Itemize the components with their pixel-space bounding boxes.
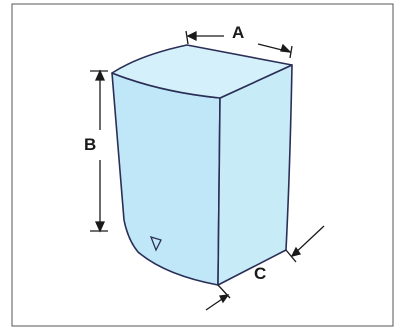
dryer-top-face bbox=[111, 44, 293, 99]
dimension-b bbox=[90, 69, 108, 233]
frame-border bbox=[11, 3, 394, 327]
dryer-front-face bbox=[111, 72, 221, 286]
sensor-indicator-icon bbox=[149, 235, 162, 252]
dimension-b-label: B bbox=[84, 135, 97, 154]
dryer-side-face bbox=[217, 64, 293, 286]
dimension-c-label: C bbox=[254, 264, 267, 283]
dimension-a-label: A bbox=[232, 23, 245, 42]
dimension-c bbox=[205, 225, 325, 311]
dimension-a bbox=[185, 30, 293, 59]
